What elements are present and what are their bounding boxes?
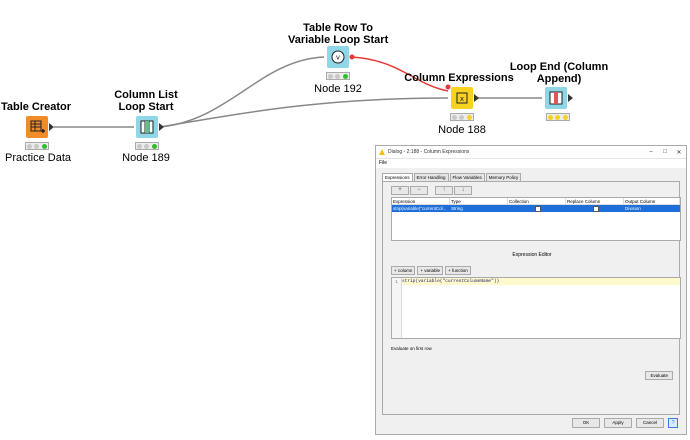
loop-end-node[interactable] [545,87,567,109]
table-creator-node[interactable] [26,116,48,138]
cell-replace-column [566,205,624,212]
insert-function-button[interactable]: + function [445,266,471,275]
insert-toolbar: + column + variable + function [391,266,473,275]
help-icon[interactable]: ? [668,418,678,428]
warning-icon [379,149,385,155]
replace-column-checkbox[interactable] [592,205,599,212]
code-line[interactable]: strip(variable("currentColumnName")) [402,278,680,285]
header-collection[interactable]: Collection [508,198,566,205]
output-port[interactable] [474,94,479,102]
cell-output: Division [625,206,641,211]
header-replace-column[interactable]: Replace Column [566,198,624,205]
table-row[interactable]: strip(variable("currentCol... String Div… [392,205,680,212]
dialog-titlebar[interactable]: Dialog - 2:188 - Column Expressions – □ … [376,146,686,159]
tab-error-handling[interactable]: Error Handling [413,173,449,181]
menu-file[interactable]: File [379,160,388,166]
maximize-icon[interactable]: □ [663,149,667,155]
column-list-loop-node[interactable] [136,116,158,138]
cancel-button[interactable]: Cancel [636,418,664,428]
minimize-icon[interactable]: – [649,149,653,155]
insert-function-label: function [451,268,468,273]
column-expressions-node[interactable]: x [451,87,473,109]
move-up-button[interactable]: ↑ [435,186,453,195]
node-status [25,142,49,150]
header-type[interactable]: Type [450,198,508,205]
node-status [546,113,570,121]
output-port[interactable] [49,123,54,131]
move-down-button[interactable]: ↓ [454,186,472,195]
node-label-192: Node 192 [314,83,362,95]
expression-toolbar: + − ↑ ↓ [391,186,473,195]
node-title-loop-end-1: Loop End (Column [509,61,609,73]
expressions-panel: + − ↑ ↓ Expression Type Collection Repla… [382,181,681,415]
node-title-loop-end-2: Append) [536,73,582,85]
tab-bar: Expressions Error Handling Flow Variable… [382,173,522,181]
plus-icon: + [420,268,425,273]
output-port[interactable] [159,123,164,131]
loop-end-icon [549,91,563,105]
cell-expression: strip(variable("currentCol... [393,206,447,211]
header-expression[interactable]: Expression [392,198,450,205]
variable-port-in[interactable] [445,84,451,90]
add-expression-button[interactable]: + [391,186,409,195]
tab-memory-policy[interactable]: Memory Policy [485,173,522,181]
expression-editor-title: Expression Editor [512,252,552,258]
insert-column-label: column [397,268,413,273]
evaluate-button[interactable]: Evaluate [645,371,673,380]
insert-column-button[interactable]: + column [391,266,416,275]
table-plus-icon [30,120,45,133]
node-status [326,72,350,80]
node-title-table-creator: Table Creator [0,101,72,113]
expression-editor[interactable]: 1 strip(variable("currentColumnName")) [391,277,681,339]
remove-expression-button[interactable]: − [410,186,428,195]
node-status [135,142,159,150]
node-label-189: Node 189 [122,152,170,164]
node-title-column-expressions: Column Expressions [404,72,514,84]
variable-port-out[interactable] [349,54,355,60]
tab-flow-variables[interactable]: Flow Variables [449,173,485,181]
node-status [450,113,474,121]
node-title-column-list-loop-2: Loop Start [118,101,174,113]
column-expressions-dialog: Dialog - 2:188 - Column Expressions – □ … [375,145,687,435]
loop-columns-icon [140,120,154,134]
node-title-column-list-loop-1: Column List [114,89,178,101]
dialog-footer: OK Apply Cancel ? [376,418,686,428]
connection-loop-to-colexpr [159,97,449,128]
menubar: File [376,159,686,168]
table-header: Expression Type Collection Replace Colum… [392,198,680,205]
node-label-practice-data: Practice Data [4,152,72,164]
evaluate-first-row-label: Evaluate on first row [391,346,432,351]
line-gutter: 1 [392,278,402,338]
node-title-table-row-1: Table Row To [303,22,373,34]
dialog-title: Dialog - 2:188 - Column Expressions [388,149,470,155]
collection-checkbox[interactable] [534,205,541,212]
plus-icon: + [394,268,398,273]
tab-expressions[interactable]: Expressions [382,173,413,181]
expressions-table: Expression Type Collection Replace Colum… [391,197,681,241]
insert-variable-button[interactable]: + variable [417,266,444,275]
insert-variable-label: variable [424,268,441,273]
ok-button[interactable]: OK [572,418,600,428]
node-title-table-row-2: Variable Loop Start [288,34,389,46]
expression-icon: x [456,92,468,104]
variable-loop-icon: v [331,50,345,64]
svg-text:x: x [460,95,464,103]
connection-loop-to-tablerow [159,56,325,128]
variable-connection [351,56,449,92]
line-number: 1 [395,279,398,284]
cell-type: String [451,206,463,211]
plus-icon: + [448,268,452,273]
apply-button[interactable]: Apply [604,418,632,428]
cell-collection [508,205,566,212]
output-port[interactable] [568,94,573,102]
node-label-188: Node 188 [438,124,486,136]
svg-text:v: v [336,54,340,62]
close-icon[interactable]: ✕ [676,149,682,156]
header-output-column[interactable]: Output Column [624,198,680,205]
table-row-to-variable-node[interactable]: v [327,46,349,68]
